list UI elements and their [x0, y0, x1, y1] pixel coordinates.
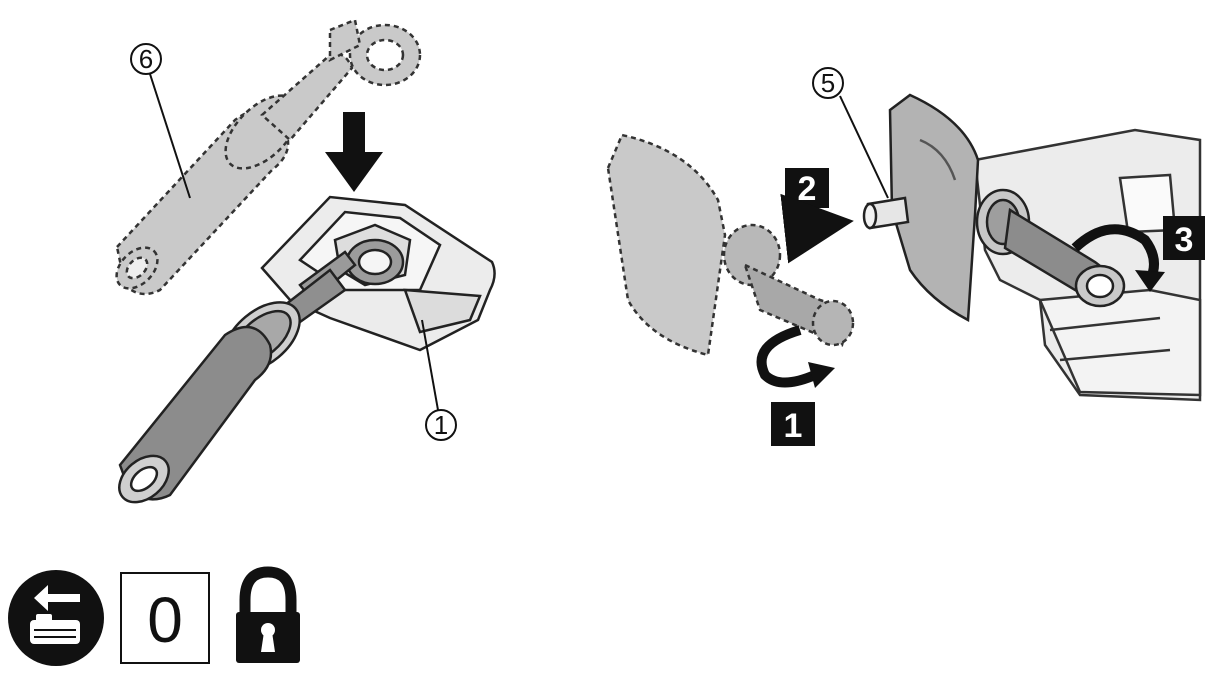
rotate-arrow-step-3	[1071, 224, 1165, 292]
callout-5-label: 5	[821, 68, 835, 98]
step-1-label: 1	[784, 407, 803, 445]
dashed-guard-assembly	[606, 133, 855, 357]
switch-position-label: 0	[147, 584, 183, 656]
rotate-arrow-step-1	[756, 325, 835, 388]
step-3-badge: 3	[1163, 216, 1205, 260]
remove-battery-icon	[8, 570, 104, 666]
switch-position-box: 0	[120, 572, 210, 664]
callout-6-label: 6	[139, 44, 153, 74]
step-1-badge: 1	[771, 402, 815, 446]
step-3-label: 3	[1175, 221, 1194, 259]
lock-icon	[236, 566, 300, 663]
step-2-badge: 2	[785, 168, 829, 208]
push-arrow-step-2	[780, 193, 854, 264]
callout-1: 1	[421, 319, 457, 441]
left-figure: 6 1	[115, 18, 496, 504]
side-handle	[118, 250, 357, 504]
mounted-guard	[862, 93, 980, 323]
callout-1-label: 1	[434, 410, 448, 440]
step-2-label: 2	[798, 170, 817, 208]
right-figure: 1 2	[606, 67, 1205, 446]
mounted-handle	[975, 188, 1126, 308]
symbol-row: 0	[8, 566, 300, 666]
down-arrow	[325, 112, 383, 192]
callout-6: 6	[130, 43, 191, 199]
dashed-handle-part-6	[115, 18, 422, 296]
callout-5: 5	[812, 67, 889, 199]
